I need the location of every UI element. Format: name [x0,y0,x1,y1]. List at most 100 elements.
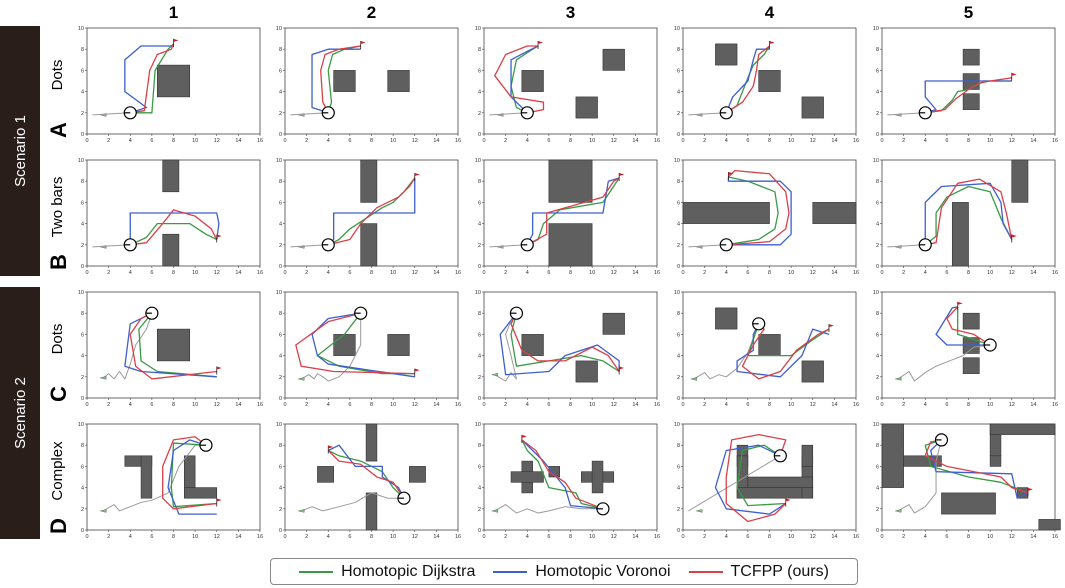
y-tick-label: 4 [677,222,680,228]
x-tick-label: 0 [85,402,88,408]
y-tick-label: 10 [873,158,879,164]
plot-area [483,423,658,531]
robot-marker [696,509,703,513]
y-tick-label: 2 [876,243,879,249]
robot-history-path [897,344,991,382]
x-tick-label: 14 [433,402,439,408]
y-tick-label: 2 [279,375,282,381]
x-tick-label: 10 [788,534,794,540]
y-tick-label: 6 [478,464,481,470]
robot-history-path [688,455,781,512]
x-tick-label: 10 [788,402,794,408]
obstacle [156,328,191,362]
y-tick-label: 6 [478,332,481,338]
obstacle [715,307,738,330]
obstacle [989,423,1056,435]
y-tick-label: 10 [78,422,84,428]
x-tick-label: 4 [924,270,927,276]
y-tick-label: 8 [81,47,84,53]
x-tick-label: 2 [107,534,110,540]
x-tick-label: 4 [327,270,330,276]
y-tick-label: 2 [478,111,481,117]
tcfpp-path [924,439,1029,494]
goal-flag [216,498,222,502]
x-tick-label: 8 [768,270,771,276]
x-tick-label: 2 [703,534,706,540]
x-tick-label: 8 [967,402,970,408]
obstacle [962,48,980,66]
y-tick-label: 4 [81,354,84,360]
x-tick-label: 6 [150,138,153,144]
y-tick-label: 8 [677,47,680,53]
y-tick-label: 4 [677,486,680,492]
y-tick-label: 10 [276,290,282,296]
obstacle [140,455,153,499]
x-tick-label: 4 [924,402,927,408]
obstacle [387,70,410,92]
x-tick-label: 6 [348,270,351,276]
y-tick-label: 6 [876,332,879,338]
x-tick-label: 12 [214,270,220,276]
x-tick-label: 8 [768,402,771,408]
obstacle [156,64,191,98]
x-tick-label: 4 [327,534,330,540]
dijkstra-path [957,306,991,346]
y-tick-label: 0 [876,528,879,534]
voronoi-path [124,45,174,114]
x-tick-label: 2 [305,138,308,144]
x-tick-label: 12 [810,534,816,540]
x-tick-label: 4 [924,138,927,144]
voronoi-path [499,312,620,376]
x-tick-label: 4 [526,138,529,144]
column-header: 2 [367,3,376,22]
legend-swatch-voronoi [493,570,528,573]
y-tick-label: 4 [677,90,680,96]
y-tick-label: 6 [81,332,84,338]
x-tick-label: 4 [924,534,927,540]
y-tick-label: 8 [81,179,84,185]
obstacle [602,48,625,71]
x-tick-label: 2 [703,138,706,144]
y-tick-label: 4 [876,354,879,360]
y-tick-label: 4 [478,486,481,492]
goal-flag [1011,72,1017,76]
x-tick-label: 6 [348,138,351,144]
x-tick-label: 10 [390,270,396,276]
x-tick-label: 0 [880,138,883,144]
x-tick-label: 0 [283,534,286,540]
x-tick-label: 2 [902,402,905,408]
y-tick-label: 2 [677,111,680,117]
x-tick-label: 6 [746,270,749,276]
plot-area [284,291,459,399]
obstacle [962,312,980,330]
voronoi-path [521,439,604,510]
y-tick-label: 4 [279,222,282,228]
y-tick-label: 2 [876,111,879,117]
tcfpp-path [129,312,217,380]
x-tick-label: 2 [703,402,706,408]
y-tick-label: 8 [677,443,680,449]
y-tick-label: 8 [677,311,680,317]
dijkstra-path [138,312,217,378]
y-tick-label: 2 [279,111,282,117]
y-tick-label: 2 [81,507,84,513]
x-tick-label: 0 [283,270,286,276]
obstacle [360,223,378,267]
x-tick-label: 10 [192,402,198,408]
y-tick-label: 6 [677,332,680,338]
legend-item-voronoi: Homotopic Voronoi [493,563,671,581]
row-label: Dots [49,60,66,91]
goal-flag [414,368,420,372]
obstacle [1038,519,1061,531]
x-tick-label: 16 [654,138,660,144]
x-tick-label: 14 [235,402,241,408]
y-tick-label: 4 [876,486,879,492]
voronoi-path [510,45,539,114]
goal-flag [619,366,625,370]
x-tick-label: 10 [390,138,396,144]
tcfpp-path [725,433,787,523]
